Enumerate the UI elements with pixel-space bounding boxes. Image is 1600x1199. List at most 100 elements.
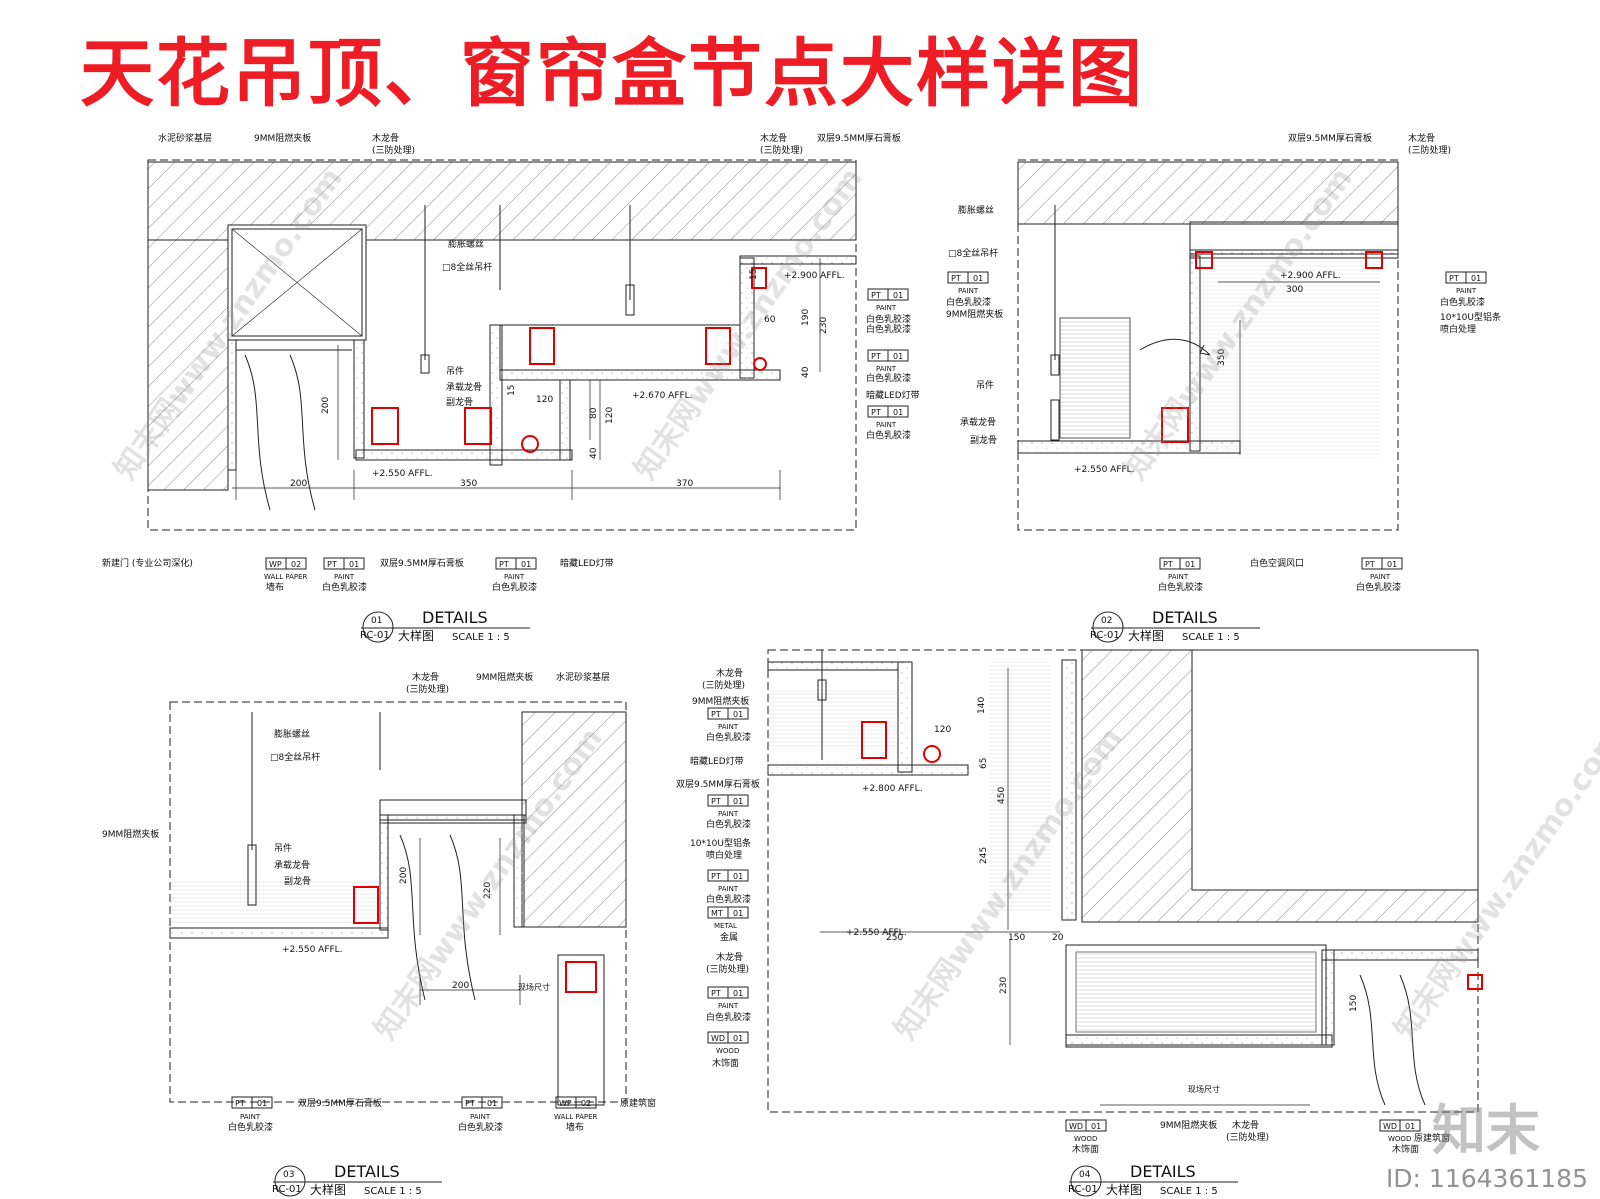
tag-pt-01-k: PT 01 PAINT [461,1096,503,1121]
label-three-proof-4: (三防处理) [406,683,449,695]
svg-text:PAINT: PAINT [470,1113,491,1121]
svg-text:RC-01: RC-01 [272,1184,302,1195]
label-fire-board-6: 9MM阻燃夹板 [1160,1119,1217,1131]
svg-text:DETAILS: DETAILS [1130,1162,1196,1181]
svg-text:01: 01 [1185,560,1195,569]
dim-01-c: 370 [676,479,693,489]
dim-04-a: 140 [977,697,987,714]
svg-text:WALL PAPER: WALL PAPER [554,1113,598,1121]
label-three-proof-3: (三防处理) [1408,144,1451,156]
svg-text:04: 04 [1079,1170,1091,1180]
svg-text:01: 01 [1405,1122,1415,1131]
svg-text:03: 03 [283,1170,294,1180]
label-new-door: 新建门 (专业公司深化) [102,557,193,569]
dim-04-d: 450 [997,787,1007,804]
label-latex-c: 白色乳胶漆 [866,313,911,325]
label-double-gypsum-4: 双层9.5MM厚石膏板 [676,778,760,790]
svg-text:01: 01 [893,408,903,417]
level-2900-a: +2.900 AFFL. [784,271,845,281]
svg-text:大样图: 大样图 [398,628,434,643]
label-metal: 金属 [720,931,738,943]
svg-text:大样图: 大样图 [1106,1182,1142,1197]
dim-02-a: 300 [1286,285,1303,295]
dim-04-h: 20 [1052,933,1064,943]
svg-text:PT: PT [1365,560,1375,569]
label-cement: 水泥砂浆基层 [158,132,212,144]
svg-text:大样图: 大样图 [1128,628,1164,643]
label-double-gypsum-2: 双层9.5MM厚石膏板 [1288,132,1372,144]
label-site-size-2: 现场尺寸 [1188,1084,1220,1094]
label-wood-finish: 木饰面 [712,1057,739,1069]
label-led-2: 暗藏LED灯带 [690,755,744,767]
svg-text:PAINT: PAINT [718,723,739,731]
label-latex-l: 白色乳胶漆 [706,731,751,743]
svg-text:DETAILS: DETAILS [422,608,488,627]
detail-03-labels: 木龙骨 (三防处理) 9MM阻燃夹板 水泥砂浆基层 膨胀螺丝 □8全丝吊杆 9M… [102,671,656,1133]
tag-latex-captions: 白色乳胶漆 [866,323,911,335]
svg-text:DETAILS: DETAILS [1152,608,1218,627]
label-site-size: 现场尺寸 [518,982,550,992]
label-latex-o: 白色乳胶漆 [706,1011,751,1023]
label-bolt-2: 膨胀螺丝 [958,204,994,216]
label-three-proof-5: (三防处理) [702,679,745,691]
label-spray-white-2: 喷白处理 [706,849,742,861]
svg-text:01: 01 [487,1099,497,1108]
dim-03-b: 220 [483,882,493,899]
svg-text:PT: PT [711,989,721,998]
label-hanger: 吊件 [446,365,464,377]
dim-04-i: 230 [999,977,1009,994]
dim-01-i: 40 [801,366,811,378]
svg-text:白色乳胶漆: 白色乳胶漆 [866,323,911,335]
svg-text:DETAILS: DETAILS [334,1162,400,1181]
dim-01-g: 60 [764,315,776,325]
label-cement-2: 水泥砂浆基层 [556,671,610,683]
label-spray-white: 喷白处理 [1440,323,1476,335]
svg-text:PT: PT [1449,274,1459,283]
dim-01-h: 120 [536,395,553,405]
dimensions: 200 350 370 200 190 230 60 120 40 80 120… [290,269,1359,1012]
label-bolt-3: 膨胀螺丝 [274,728,310,740]
label-air-vent: 白色空调风口 [1250,557,1304,569]
detail-03 [169,701,627,1106]
svg-text:WP: WP [269,560,282,569]
svg-text:01: 01 [733,797,743,806]
dim-04-g: 150 [1008,933,1025,943]
detail-title-01: 01 RC-01 DETAILS 大样图 SCALE 1 : 5 [360,608,530,643]
label-led-b: 暗藏LED灯带 [560,557,614,569]
level-2550-b: +2.550 AFFL. [1074,465,1135,475]
dim-01-a: 200 [290,479,307,489]
svg-text:01: 01 [1387,560,1397,569]
label-three-proof-2: (三防处理) [760,144,803,156]
label-latex-e: 白色乳胶漆 [866,429,911,441]
brand-logo: 知末 [1432,1099,1540,1162]
svg-text:PT: PT [465,1099,475,1108]
svg-text:PAINT: PAINT [334,573,355,581]
dim-01-f: 230 [819,317,829,334]
label-wood-finish-3: 木饰面 [1392,1143,1419,1155]
label-led: 暗藏LED灯带 [866,389,920,401]
svg-text:PAINT: PAINT [718,885,739,893]
label-wood-finish-2: 木饰面 [1072,1143,1099,1155]
dim-04-c: 65 [979,758,989,769]
label-fire-board-2: 9MM阻燃夹板 [946,308,1003,320]
label-main-keel-2: 承载龙骨 [960,416,996,428]
dim-04-j: 150 [1349,995,1359,1012]
label-main-keel: 承载龙骨 [446,381,482,393]
label-three-proof: (三防处理) [372,144,415,156]
label-latex-j: 白色乳胶漆 [228,1121,273,1133]
label-wood-keel: 木龙骨 [372,132,399,144]
label-wood-keel-3: 木龙骨 [1408,132,1435,144]
svg-text:02: 02 [581,1099,591,1108]
svg-text:PAINT: PAINT [504,573,525,581]
